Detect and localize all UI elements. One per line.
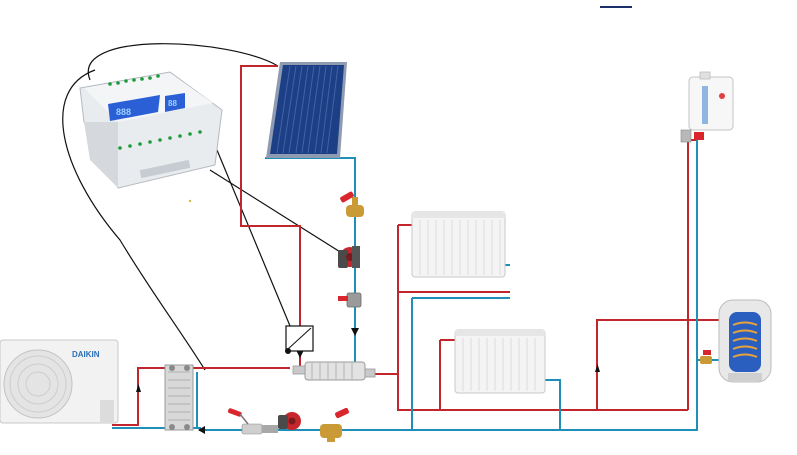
radiator-lower-body <box>454 329 546 394</box>
pipe-radiator2-return <box>545 379 561 430</box>
valve-icon <box>320 407 349 442</box>
valve-icon <box>227 408 263 435</box>
thermostat-diagonal <box>287 327 312 350</box>
pump-icon <box>262 412 301 433</box>
control-wiring <box>62 43 346 371</box>
valve-icon <box>700 350 712 364</box>
valve-icon <box>340 191 364 217</box>
radiator-lower <box>454 329 546 394</box>
stray-dot <box>188 199 192 203</box>
outdoor-unit-valve-cover <box>100 400 114 422</box>
arrow-down-icon <box>296 350 304 358</box>
solar-pump-group <box>338 191 364 308</box>
boiler-coil <box>732 321 758 358</box>
arrow-left-icon <box>198 426 205 434</box>
pipe-radiator-supply-main <box>397 225 597 411</box>
solar-collector <box>266 62 347 158</box>
controller-left-display-value: 888 <box>116 107 131 117</box>
outdoor-unit-brand-logo: DAIKIN <box>72 350 100 359</box>
controller-unit: 888 88 <box>79 71 223 189</box>
plate-heat-exchanger <box>164 364 194 431</box>
thermostat-sensor-dot <box>285 348 291 354</box>
wire-to-heat-exchanger <box>62 69 206 371</box>
wire-to-collector-sensor <box>87 43 279 81</box>
boiler-tank <box>729 312 761 372</box>
arrow-up-icon <box>595 364 600 372</box>
arrow-up-icon <box>136 364 600 392</box>
arrow-down-icon <box>351 328 359 336</box>
solar-collector-panel <box>270 65 344 154</box>
controller-side-face <box>84 122 118 188</box>
pipe-boiler-supply <box>596 319 728 410</box>
cold-pipes <box>112 140 720 431</box>
pipe-exchanger-to-outdoor-unit <box>112 367 290 426</box>
pipe-collector-return <box>240 65 301 368</box>
buffer-heat-exchanger <box>292 361 376 381</box>
radiator-upper <box>411 211 506 278</box>
wire-to-solar-pump <box>209 169 346 256</box>
pipe-expansion-tank-hot <box>687 139 697 410</box>
controller-din-clip <box>139 159 191 179</box>
buffer-body <box>304 361 366 381</box>
controller-right-display <box>165 93 185 112</box>
controller-right-display-value: 88 <box>168 99 177 108</box>
valve-icon <box>694 132 704 140</box>
valve-icon <box>338 296 348 301</box>
expansion-tank <box>680 71 734 143</box>
return-pump-group <box>227 407 349 442</box>
pump-icon <box>338 246 360 268</box>
thermostat-icon <box>285 325 314 354</box>
pipe-cold-return-main <box>112 140 698 431</box>
hot-water-boiler <box>718 299 772 383</box>
outdoor-unit: DAIKIN <box>0 339 119 424</box>
wire-to-thermostat <box>216 149 301 351</box>
controller-left-display <box>108 95 160 121</box>
heat-exchanger-body <box>164 364 194 431</box>
outdoor-unit-fan-grille <box>3 349 73 419</box>
expansion-tank-body <box>688 76 734 131</box>
solar-check-valve <box>346 292 362 308</box>
radiator-upper-body <box>411 211 506 278</box>
arrow-up-icon <box>136 384 141 392</box>
controller-led-row <box>108 74 202 150</box>
